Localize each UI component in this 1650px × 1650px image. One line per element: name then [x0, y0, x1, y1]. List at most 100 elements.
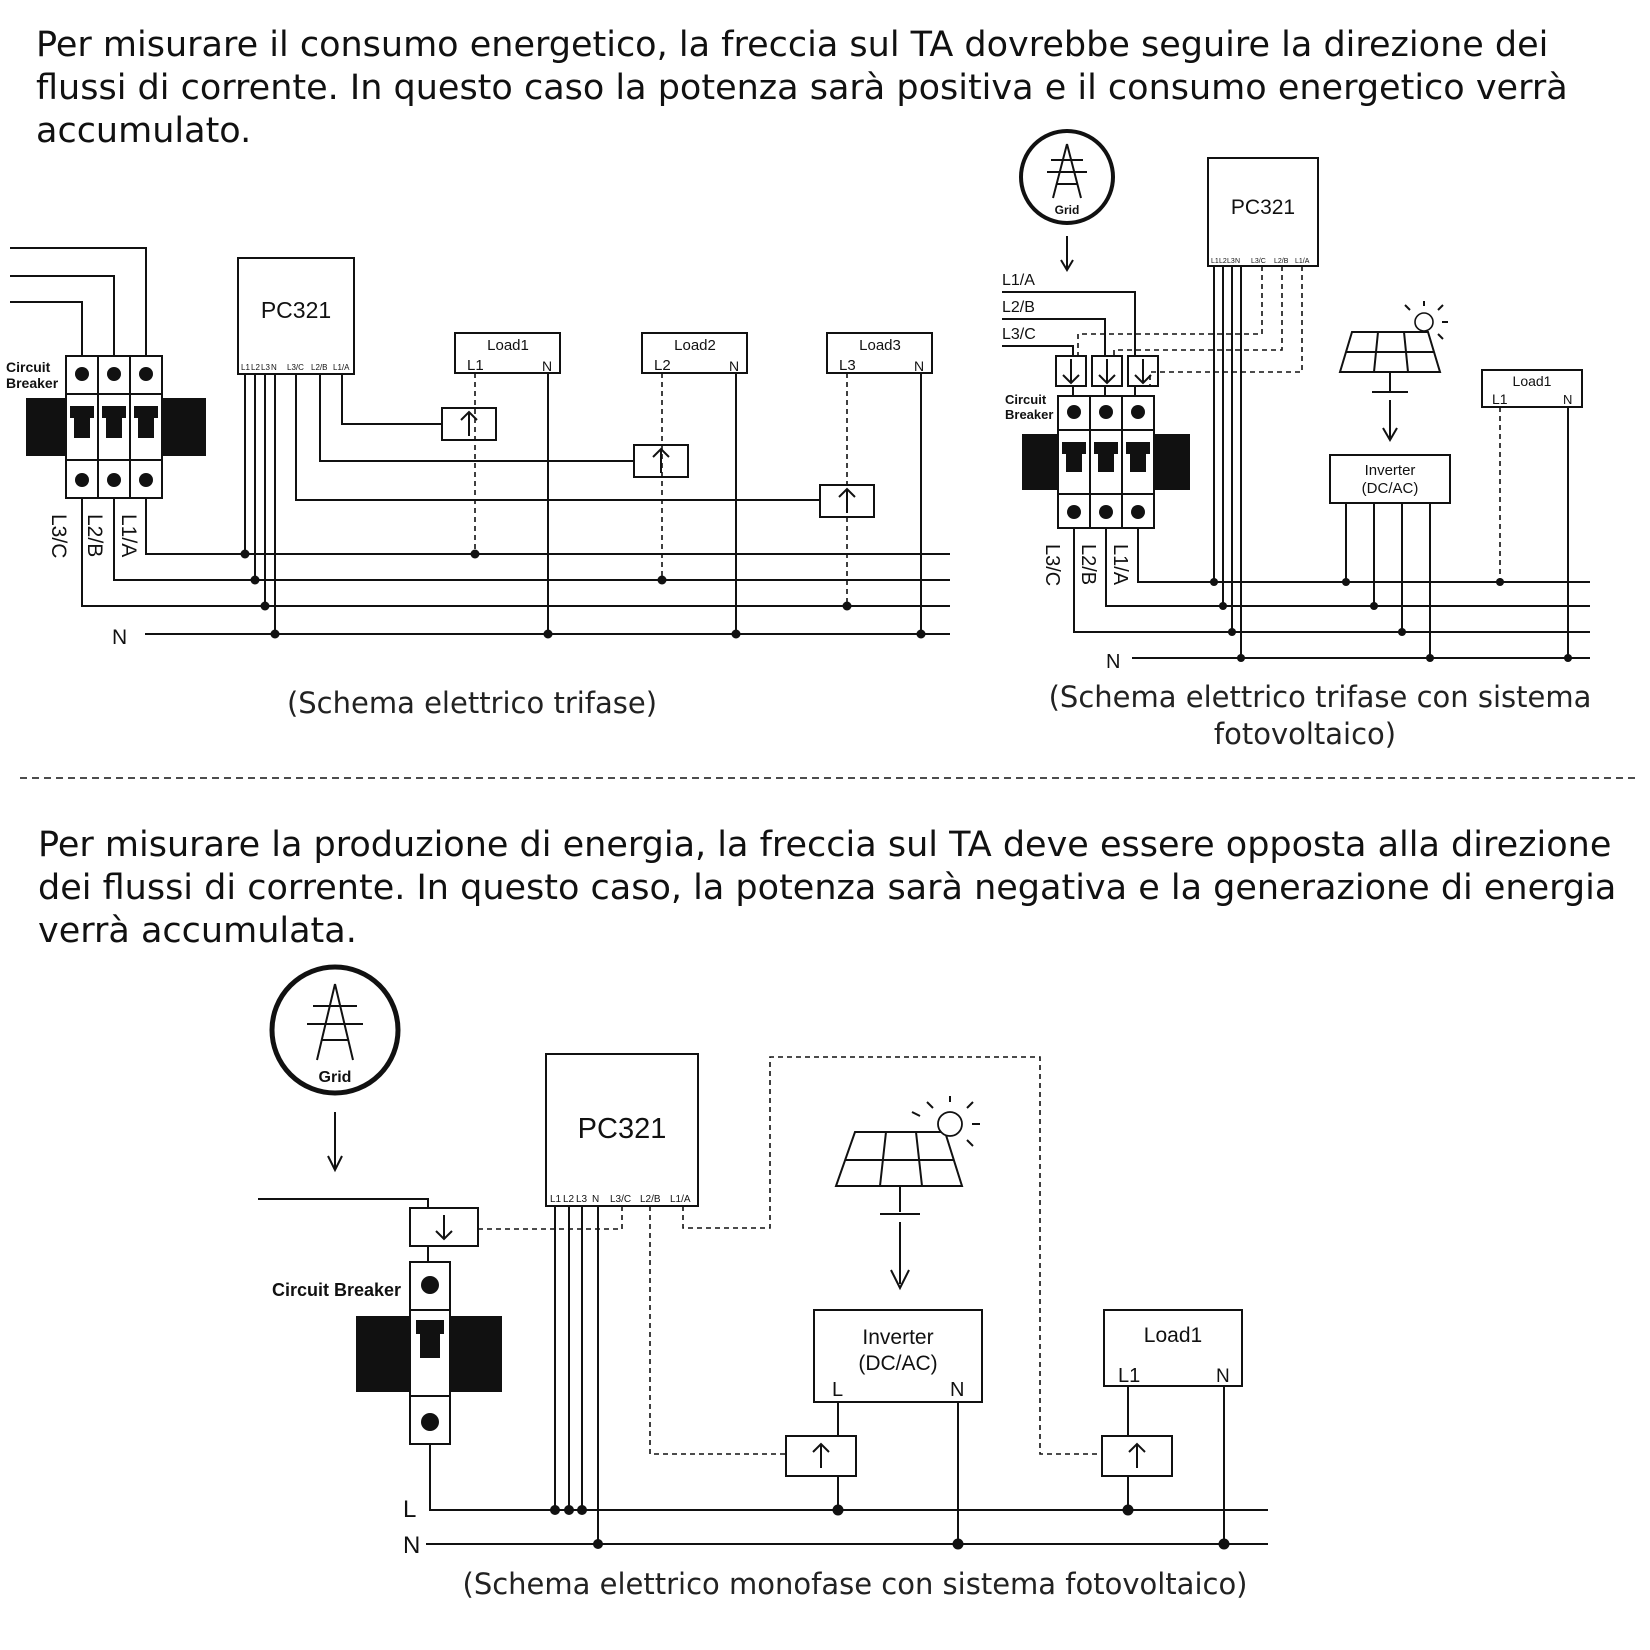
breaker-label-1: Circuit	[6, 359, 51, 375]
circuit-breaker-3p	[26, 355, 206, 499]
pv-breaker-label-2: Breaker	[1005, 407, 1053, 422]
solar-panel-icon-1p	[834, 1096, 980, 1215]
load2-3p: Load2 L2 N	[641, 332, 748, 374]
pv-load1-n: N	[1563, 392, 1572, 407]
inverter-1p: Inverter (DC/AC) L N	[813, 1309, 983, 1403]
load1-name-1p: Load1	[1144, 1324, 1202, 1347]
pc321-name: PC321	[261, 297, 331, 323]
grid-label-1p: Grid	[319, 1069, 352, 1086]
intro-production-line1: Per misurare la produzione di energia, l…	[38, 825, 1611, 865]
intro-consumption-line1: Per misurare il consumo energetico, la f…	[36, 25, 1548, 65]
pv-inverter-line1: Inverter	[1365, 462, 1416, 479]
pv-pc321-terminal-n: N	[1235, 258, 1240, 265]
pc321-1p-terminal-ct3: L3/C	[610, 1194, 631, 1205]
inverter-l-1p: L	[832, 1379, 843, 1401]
pc321-terminal-n: N	[271, 363, 277, 372]
pc321-terminal-ct2: L2/B	[311, 363, 327, 372]
pv-pc321-terminal-ct3: L3/C	[1251, 258, 1266, 265]
pv-bus-label-n: N	[1106, 651, 1120, 673]
circuit-breaker-1p	[356, 1261, 502, 1445]
pv-pc321-device: PC321 L1 L2 L3 N L3/C L2/B L1/A	[1207, 157, 1319, 267]
pv-load1-phase: L1	[1492, 391, 1508, 407]
pv-phase-label-l2b: L2/B	[1002, 299, 1035, 316]
pc321-terminal-l2: L2	[251, 363, 260, 372]
diagram-three-phase: Circuit Breaker L3/C L2/B L1/A N PC321 L…	[6, 247, 950, 720]
phase-label-l3c: L3/C	[47, 514, 70, 558]
load3-n: N	[914, 358, 924, 374]
phase-label-l2b: L2/B	[83, 514, 106, 557]
pc321-terminal-l1: L1	[241, 363, 250, 372]
pv-pc321-terminal-l3: L3	[1227, 258, 1235, 265]
load3-3p: Load3 L3 N	[826, 332, 933, 374]
pv-phase-label-l1a: L1/A	[1002, 272, 1035, 289]
diagram-three-phase-pv: Grid L1/A L2/B L3/C	[1002, 129, 1592, 751]
pv-pc321-terminal-l1: L1	[1211, 258, 1219, 265]
intro-production-line2: dei flussi di corrente. In questo caso, …	[38, 868, 1616, 908]
load2-phase: L2	[654, 357, 671, 374]
load2-n: N	[729, 358, 739, 374]
pc321-1p-terminal-n: N	[592, 1194, 599, 1205]
pv-vlabel-l3c: L3/C	[1041, 544, 1063, 586]
pc321-1p-terminal-l1: L1	[550, 1194, 562, 1205]
ct-sensor-l1	[441, 407, 497, 441]
load1-3p-pv: Load1 L1 N	[1481, 369, 1583, 408]
intro-production-line3: verrà accumulata.	[38, 911, 357, 951]
pv-load1-name: Load1	[1513, 373, 1552, 389]
breaker-label-1p: Circuit Breaker	[272, 1280, 401, 1300]
load1-phase: L1	[467, 357, 484, 374]
breaker-label-2: Breaker	[6, 375, 59, 391]
pv-vlabel-l2b: L2/B	[1077, 544, 1099, 585]
pv-circuit-breaker-3p	[1022, 395, 1190, 529]
intro-production: Per misurare la produzione di energia, l…	[38, 825, 1616, 951]
pc321-1p-terminal-ct1: L1/A	[670, 1194, 691, 1205]
pv-pc321-name: PC321	[1231, 196, 1295, 219]
caption-three-phase-pv-2: fotovoltaico)	[1214, 717, 1396, 751]
bus-label-l-1p: L	[403, 1496, 416, 1523]
caption-three-phase-pv-1: (Schema elettrico trifase con sistema	[1049, 680, 1592, 714]
inverter-3p: Inverter (DC/AC)	[1329, 454, 1451, 504]
pc321-terminal-ct3: L3/C	[287, 363, 304, 372]
pc321-terminal-l3: L3	[261, 363, 270, 372]
grid-icon-3p: Grid	[1019, 129, 1115, 225]
ct-sensor-grid-1p	[409, 1207, 479, 1247]
pv-ct-sensors-3p	[1055, 355, 1159, 387]
grid-icon-1p: Grid	[269, 964, 401, 1096]
load2-name: Load2	[674, 337, 716, 354]
pc321-terminal-ct1: L1/A	[333, 363, 350, 372]
load3-phase: L3	[839, 357, 856, 374]
inverter-n-1p: N	[950, 1379, 964, 1401]
pv-breaker-label-1: Circuit	[1005, 392, 1047, 407]
load1-n: N	[542, 358, 552, 374]
load3-name: Load3	[859, 337, 901, 354]
caption-single-phase-pv: (Schema elettrico monofase con sistema f…	[463, 1567, 1248, 1601]
pv-vlabel-l1a: L1/A	[1109, 544, 1131, 586]
pc321-1p-terminal-l3: L3	[576, 1194, 588, 1205]
intro-consumption-line3: accumulato.	[36, 111, 251, 151]
bus-label-n-1p: N	[403, 1532, 420, 1559]
pc321-1p-terminal-ct2: L2/B	[640, 1194, 661, 1205]
pv-pc321-terminal-l2: L2	[1219, 258, 1227, 265]
pc321-device: PC321 L1 L2 L3 N L3/C L2/B L1/A	[237, 257, 355, 375]
load1-phase-1p: L1	[1118, 1365, 1140, 1387]
intro-consumption-line2: flussi di corrente. In questo caso la po…	[36, 68, 1568, 108]
pc321-device-1p: PC321 L1 L2 L3 N L3/C L2/B L1/A	[545, 1053, 699, 1207]
ct-sensor-load1-1p	[1101, 1435, 1173, 1477]
pv-inverter-line2: (DC/AC)	[1362, 480, 1419, 497]
inverter-line1-1p: Inverter	[862, 1326, 933, 1349]
grid-label-3p: Grid	[1055, 203, 1080, 217]
load1-1p: Load1 L1 N	[1103, 1309, 1243, 1387]
load1-name: Load1	[487, 337, 529, 354]
caption-three-phase: (Schema elettrico trifase)	[287, 686, 657, 720]
pc321-name-1p: PC321	[578, 1113, 667, 1145]
pv-phase-label-l3c: L3/C	[1002, 326, 1036, 343]
pv-pc321-terminal-ct2: L2/B	[1274, 258, 1289, 265]
pc321-1p-terminal-l2: L2	[563, 1194, 575, 1205]
ct-sensor-l2	[633, 444, 689, 478]
phase-label-l1a: L1/A	[117, 514, 140, 557]
load1-3p: Load1 L1 N	[454, 332, 561, 374]
pv-pc321-terminal-ct1: L1/A	[1295, 258, 1310, 265]
solar-panel-icon-3p	[1338, 301, 1448, 393]
inverter-line2-1p: (DC/AC)	[858, 1352, 937, 1375]
